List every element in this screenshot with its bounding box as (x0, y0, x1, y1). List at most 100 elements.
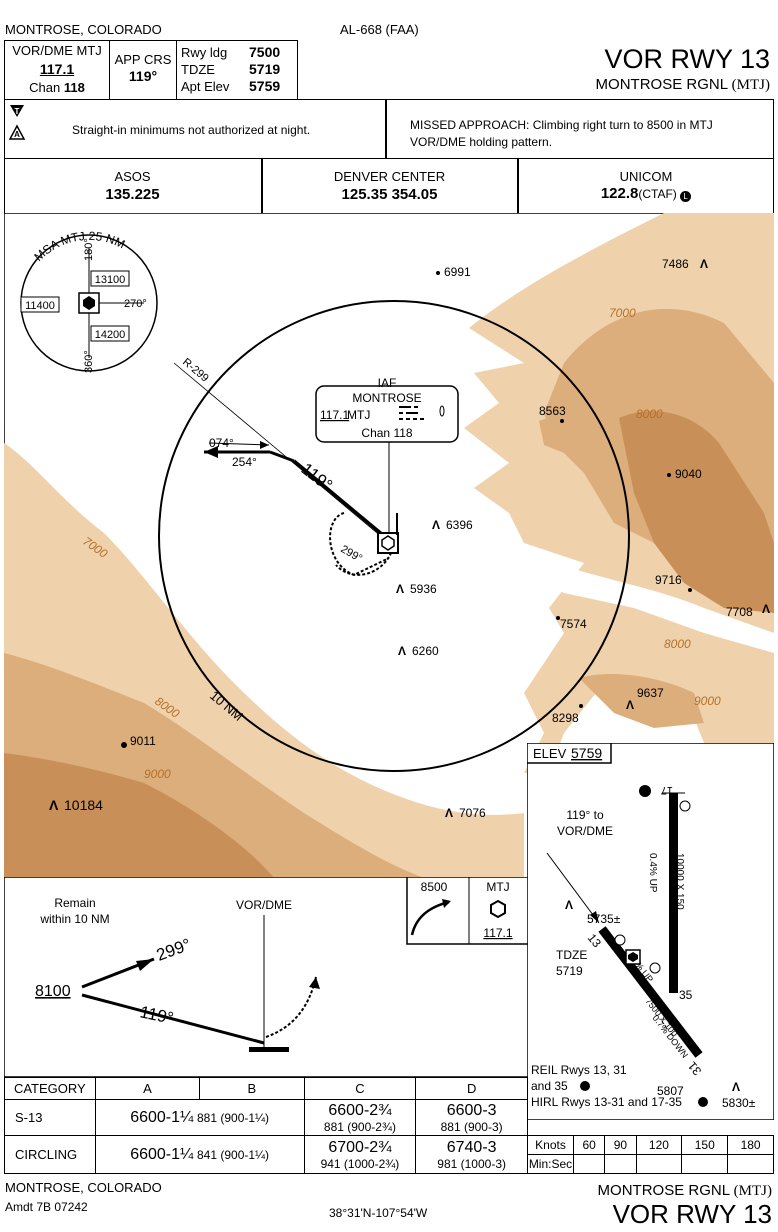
timing-table: Knots 60 90 120 150 180 Min:Sec (527, 1135, 774, 1174)
elev-5830: 5830± (722, 1096, 756, 1110)
app-crs-label: APP CRS (114, 52, 172, 67)
procedure-id: AL-668 (FAA) (340, 22, 419, 37)
svg-text:Λ: Λ (732, 1080, 740, 1094)
timing-speed: 60 (572, 1135, 606, 1155)
ma-fix: MTJ (486, 880, 509, 894)
comm-unicom-name: UNICOM (619, 169, 673, 184)
notes-divider (385, 99, 387, 159)
svg-text:Λ: Λ (49, 797, 59, 813)
timing-knots-label: Knots (527, 1135, 574, 1155)
timing-minsec-label: Min:Sec (527, 1154, 574, 1174)
svg-text:Λ: Λ (762, 602, 770, 616)
terrain-8563 (539, 417, 584, 453)
vordme-symbol (377, 532, 399, 554)
contour-label-9000-w: 9000 (144, 767, 171, 781)
spot-5936: 5936 (410, 582, 437, 596)
nav-freq: 117.1 (39, 61, 75, 77)
terrain-9637 (579, 673, 704, 728)
contour-label-9000-e: 9000 (694, 694, 721, 708)
comm-center-freq: 125.35 354.05 (341, 186, 438, 203)
min-header-c: C (303, 1077, 417, 1100)
svg-text:Λ: Λ (432, 518, 440, 532)
ma-freq: 117.1 (483, 926, 512, 940)
tdze-value: 5719 (249, 61, 281, 77)
ma-altitude: 8500 (421, 880, 448, 894)
elev-5807: 5807 (657, 1084, 684, 1098)
msa-bearing-180: 180° (83, 238, 95, 261)
rwy-17-label: 17 (661, 784, 673, 796)
apt-elev-value: 5759 (249, 78, 281, 94)
min-row-label: S-13 (4, 1099, 96, 1136)
min-ab-straight: 6600-1¼ 881 (900-1¼) (94, 1099, 305, 1136)
plan-view: 7000 8000 8000 9000 7000 8000 9000 10 NM… (4, 213, 774, 878)
spot-9716: 9716 (655, 573, 682, 587)
spot-8298: 8298 (552, 711, 579, 725)
elev-value: 5759 (571, 745, 602, 761)
procedure-title: VOR RWY 13 (604, 44, 770, 74)
spot-7574: 7574 (560, 617, 587, 631)
footer-title: VOR RWY 13 (612, 1199, 772, 1229)
tdze-value-diagram: 5719 (556, 964, 583, 978)
rwy-35-label: 35 (679, 988, 693, 1002)
runway-symbol (249, 1047, 289, 1052)
footer-location: MONTROSE, COLORADO (5, 1180, 162, 1195)
tdze-label-diagram: TDZE (556, 948, 587, 962)
min-ab-circling: 6600-1¼ 841 (900-1¼) (94, 1135, 305, 1174)
rwy-ldg-label: Rwy ldg (181, 45, 228, 60)
spot-8563: 8563 (539, 404, 566, 418)
spot-9637: 9637 (637, 686, 664, 700)
comm-center-name: DENVER CENTER (333, 169, 446, 184)
terrain-west-peak (4, 753, 274, 878)
lighting-2: and 35 (531, 1079, 568, 1093)
svg-text:Λ: Λ (445, 806, 453, 820)
tdze-label: TDZE (181, 62, 215, 77)
terrain-northwest (4, 459, 34, 513)
svg-text:Λ: Λ (626, 698, 634, 712)
night-note: Straight-in minimums not authorized at n… (72, 123, 311, 137)
comm-asos-freq: 135.225 (105, 186, 160, 203)
comm-unicom-freq: 122.8(CTAF) L (518, 185, 774, 202)
course-note-2: VOR/DME (557, 824, 613, 838)
spot-10184: 10184 (64, 797, 103, 813)
terrain-east-peak (619, 411, 774, 613)
remain-line-2: within 10 NM (39, 912, 109, 926)
msa-value-north: 13100 (95, 274, 126, 286)
iaf-id: MTJ (347, 408, 370, 422)
timing-speed: 180 (727, 1135, 774, 1155)
comm-asos-name: ASOS (114, 169, 151, 184)
contour-label-7000-ne: 7000 (609, 306, 636, 320)
footer-coords: 38°31'N-107°54'W (329, 1206, 428, 1220)
msa-value-west: 11400 (25, 300, 55, 312)
msa-value-south: 14200 (95, 329, 126, 341)
spot-9011: 9011 (130, 734, 156, 748)
lighting-1: REIL Rwys 13, 31 (531, 1063, 627, 1077)
timing-speed: 120 (635, 1135, 683, 1155)
contour-label-8000-e: 8000 (664, 637, 691, 651)
min-header-d: D (415, 1077, 528, 1100)
iaf-name: MONTROSE (352, 391, 421, 405)
triangle-t-icon: T A (9, 105, 26, 140)
pt-inbound-label: 254° (232, 455, 257, 469)
app-crs-value: 119° (128, 68, 158, 84)
iaf-label: IAF (378, 376, 397, 390)
minimums-table: CATEGORY A B C D S-13 6600-1¼ 881 (900-1… (4, 1077, 528, 1174)
profile-altitude: 8100 (35, 983, 71, 1000)
iaf-chan: Chan 118 (361, 426, 412, 440)
svg-text:Λ: Λ (565, 898, 573, 912)
elev-label: ELEV (533, 746, 567, 761)
river-valley (504, 543, 774, 653)
runway-13-31 (598, 926, 703, 1058)
svg-text:Λ: Λ (398, 644, 406, 658)
profile-vor-label: VOR/DME (236, 898, 292, 912)
comms-divider-2 (517, 158, 519, 214)
pt-outbound-label: 074° (209, 436, 234, 450)
min-header-b: B (199, 1077, 305, 1100)
profile-view: Remain within 10 NM VOR/DME 8100 299° 11… (4, 877, 528, 1077)
msa-bearing-270: 270° (124, 298, 147, 310)
course-note-1: 119° to (566, 808, 604, 822)
footer-amdt: Amdt 7B 07242 (5, 1200, 88, 1214)
remain-line-1: Remain (54, 896, 95, 910)
nav-chan: Chan 118 (29, 80, 85, 95)
